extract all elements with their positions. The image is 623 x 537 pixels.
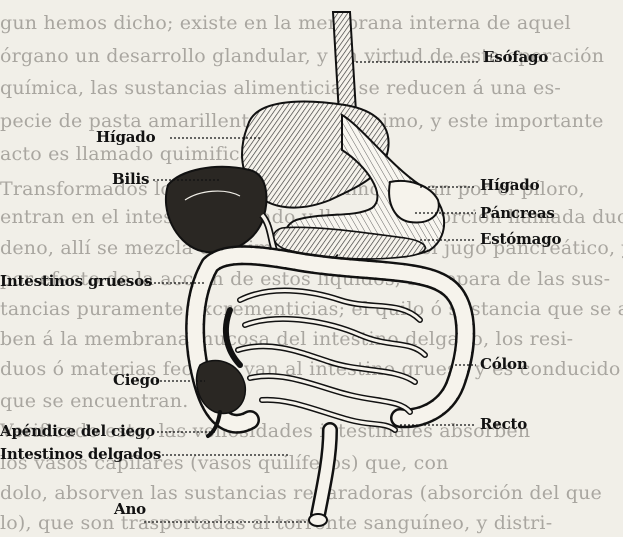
esophagus [333,12,356,114]
label-pancreas: Páncreas [480,204,555,222]
liver-underside [166,167,267,253]
label-bilis: Bilis [112,170,149,188]
label-estomago: Estómago [480,230,561,248]
label-higado-left: Hígado [96,128,155,146]
anus [309,514,327,526]
label-colon: Cólon [480,355,528,373]
label-intestinos-delgados: Intestinos delgados [0,445,161,463]
label-ciego: Ciego [113,371,160,389]
label-recto: Recto [480,415,527,433]
label-higado-right: Hígado [480,176,539,194]
label-ano: Ano [114,500,146,518]
label-esofago: Esófago [483,48,548,66]
label-intestinos-gruesos: Intestinos gruesos [0,272,152,290]
label-apendice: Apéndice del ciego [0,422,155,440]
